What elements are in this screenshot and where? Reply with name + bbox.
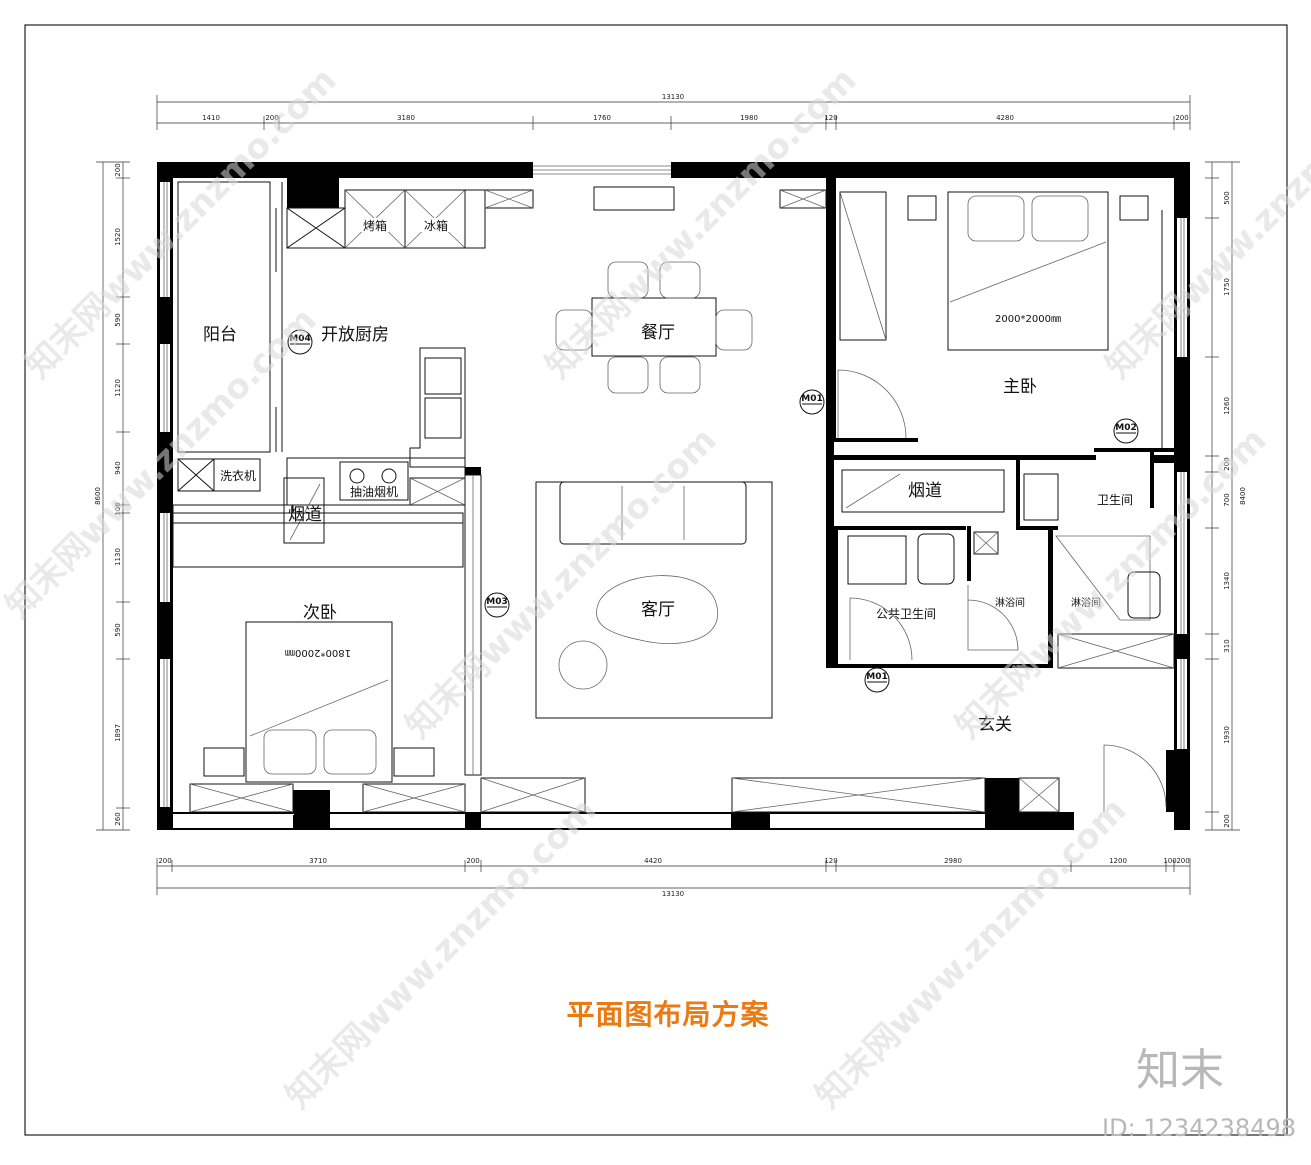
svg-text:知末网www.znzmo.com: 知末网www.znzmo.com: [808, 790, 1134, 1116]
svg-text:M01: M01: [866, 672, 887, 682]
svg-text:知末网www.znzmo.com: 知末网www.znzmo.com: [1098, 60, 1311, 386]
svg-text:1897: 1897: [114, 724, 122, 742]
svg-text:1200: 1200: [1109, 857, 1127, 865]
svg-text:200: 200: [1175, 114, 1188, 122]
svg-text:1340: 1340: [1223, 572, 1231, 590]
svg-text:310: 310: [1223, 639, 1231, 652]
bathroom-label: 卫生间: [1097, 493, 1133, 507]
range-hood: 抽油烟机: [339, 461, 409, 501]
svg-text:1130: 1130: [114, 548, 122, 566]
flue-left: 烟道: [283, 477, 325, 544]
door-tag-m03: M03: [484, 592, 510, 618]
svg-text:200: 200: [1223, 814, 1231, 827]
svg-text:200: 200: [265, 114, 278, 122]
svg-text:M02: M02: [1115, 423, 1136, 433]
door-tag-m02: M02: [1113, 418, 1139, 444]
svg-text:1980: 1980: [740, 114, 758, 122]
svg-text:M04: M04: [289, 334, 310, 344]
svg-text:500: 500: [1223, 191, 1231, 204]
image-id: ID: 1234238498: [1102, 1114, 1296, 1142]
second-bedroom-label: 次卧: [303, 603, 337, 623]
dimension-lines: [96, 95, 1240, 895]
svg-text:3180: 3180: [397, 114, 415, 122]
drawing-frame: [24, 24, 1288, 1136]
svg-text:200: 200: [158, 857, 171, 865]
svg-text:13130: 13130: [662, 93, 684, 101]
living-area: 客厅: [464, 474, 773, 776]
open-kitchen-label: 开放厨房: [321, 325, 389, 345]
svg-text:4280: 4280: [996, 114, 1014, 122]
svg-text:4420: 4420: [644, 857, 662, 865]
master-bed: 2000*2000㎜: [947, 191, 1109, 351]
svg-text:120: 120: [824, 857, 837, 865]
door-tag-m01-bath: M01: [864, 667, 890, 693]
svg-text:洗衣机: 洗衣机: [220, 468, 256, 483]
svg-text:700: 700: [1223, 493, 1231, 506]
svg-text:抽油烟机: 抽油烟机: [350, 485, 398, 499]
svg-text:260: 260: [114, 812, 122, 825]
svg-text:100: 100: [114, 502, 122, 515]
svg-text:200: 200: [1176, 857, 1189, 865]
svg-text:590: 590: [114, 313, 122, 326]
kitchen-area: 烤箱 冰箱 开放厨房 抽油烟机 烟道: [283, 189, 534, 544]
svg-text:烤箱: 烤箱: [363, 218, 387, 233]
svg-text:1760: 1760: [593, 114, 611, 122]
svg-text:M01: M01: [801, 394, 822, 404]
balcony-label: 阳台: [203, 325, 237, 345]
svg-text:冰箱: 冰箱: [424, 218, 448, 233]
svg-text:1930: 1930: [1223, 726, 1231, 744]
public-bathroom-label: 公共卫生间: [876, 607, 936, 621]
svg-text:知末网www.znzmo.com: 知末网www.znzmo.com: [538, 60, 864, 386]
svg-text:590: 590: [114, 623, 122, 636]
svg-text:13130: 13130: [662, 890, 684, 898]
svg-text:200: 200: [1223, 457, 1231, 470]
svg-text:1750: 1750: [1223, 278, 1231, 296]
svg-text:知末网www.znzmo.com: 知末网www.znzmo.com: [278, 790, 604, 1116]
shower-left-label: 淋浴间: [995, 596, 1025, 609]
svg-text:940: 940: [114, 461, 122, 474]
svg-text:2980: 2980: [944, 857, 962, 865]
door-tags: M04 M01 M02 M03 M01: [287, 329, 1139, 693]
watermarks: 知末网www.znzmo.com 知末网www.znzmo.com 知末网www…: [0, 60, 1311, 1116]
second-bed-size: 1800*2000㎜: [285, 647, 351, 658]
entrance-label: 玄关: [978, 715, 1012, 735]
brand-logo: 知末: [1136, 1045, 1224, 1096]
door-tag-m01-master: M01: [799, 389, 825, 415]
door-tag-m04: M04: [287, 329, 313, 355]
svg-text:200: 200: [114, 163, 122, 176]
dining-area: 餐厅: [555, 186, 827, 394]
svg-text:3710: 3710: [309, 857, 327, 865]
washer: 洗衣机: [213, 458, 261, 492]
living-label: 客厅: [641, 600, 675, 620]
master-bedroom-area: 2000*2000㎜ 主卧: [837, 191, 1163, 448]
svg-text:8400: 8400: [1239, 487, 1247, 505]
dining-label: 餐厅: [641, 323, 675, 343]
dimension-texts: 13130 1410 200 3180 1760 1980 120 4280 2…: [94, 93, 1247, 898]
fridge: 冰箱: [404, 189, 466, 249]
flue-right: 烟道: [841, 469, 1005, 513]
walls: [157, 162, 1190, 830]
svg-text:200: 200: [466, 857, 479, 865]
svg-text:1120: 1120: [114, 379, 122, 397]
svg-text:100: 100: [1163, 857, 1176, 865]
svg-text:1520: 1520: [114, 228, 122, 246]
svg-text:烟道: 烟道: [908, 481, 942, 501]
svg-text:2000*2000㎜: 2000*2000㎜: [995, 314, 1061, 325]
entrance-area: 玄关: [480, 715, 1167, 813]
second-bedroom-area: 1800*2000㎜ 次卧: [172, 522, 466, 813]
plan-title: 平面图布局方案: [566, 998, 769, 1031]
master-bedroom-label: 主卧: [1003, 377, 1037, 397]
svg-text:120: 120: [824, 114, 837, 122]
svg-text:1260: 1260: [1223, 397, 1231, 415]
shower-right-label: 淋浴间: [1071, 596, 1101, 609]
svg-text:M03: M03: [486, 597, 507, 607]
oven: 烤箱: [344, 189, 406, 249]
svg-text:1410: 1410: [202, 114, 220, 122]
svg-text:知末网www.znzmo.com: 知末网www.znzmo.com: [398, 420, 724, 746]
svg-text:烟道: 烟道: [288, 505, 322, 525]
balcony-area: 阳台 洗衣机: [172, 181, 464, 524]
bathroom-area: 烟道 公共卫生间 淋浴间 卫生间 淋浴间: [841, 469, 1175, 669]
svg-text:8600: 8600: [94, 487, 102, 505]
